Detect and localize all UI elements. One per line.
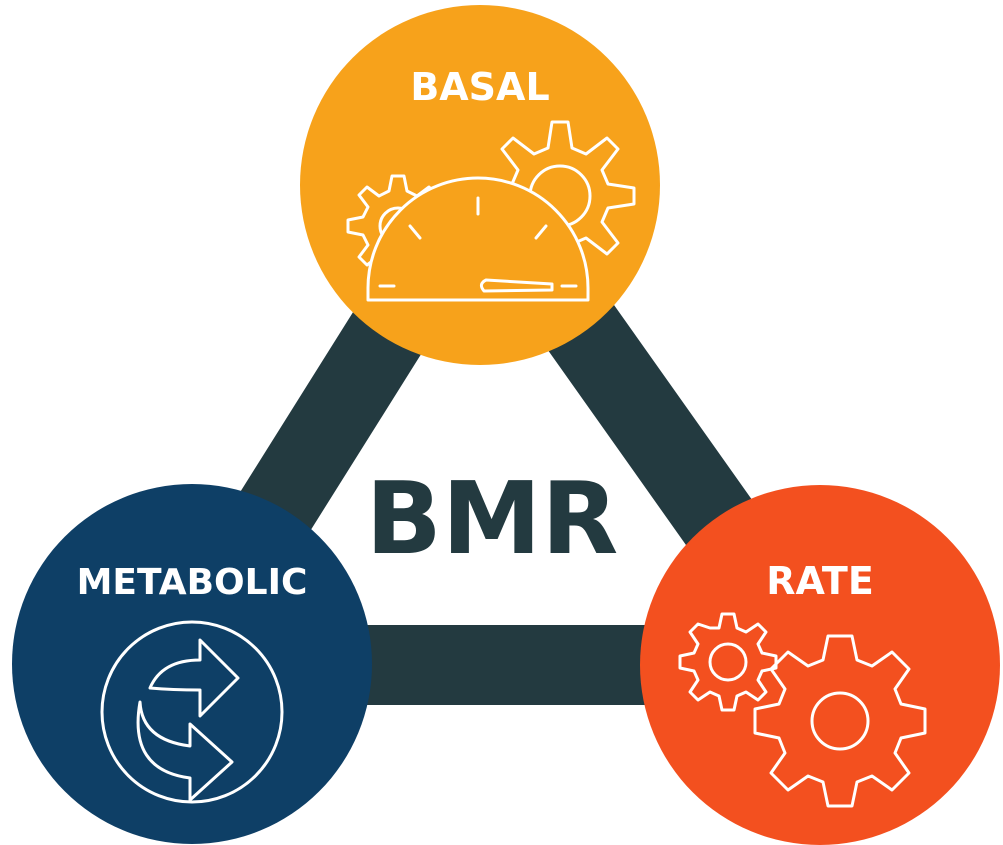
metabolic-node: METABOLIC: [12, 484, 372, 844]
basal-label: BASAL: [410, 65, 549, 109]
center-label: BMR: [366, 460, 619, 577]
rate-label: RATE: [766, 559, 874, 603]
gears-icon: [678, 612, 927, 808]
rate-node: RATE: [640, 485, 1000, 845]
rate-circle: [640, 485, 1000, 845]
basal-node: BASAL: [300, 5, 660, 365]
speedometer-gears-icon: [346, 120, 636, 302]
metabolic-circle: [12, 484, 372, 844]
refresh-arrows-icon: [100, 620, 284, 804]
metabolic-label: METABOLIC: [77, 562, 308, 603]
